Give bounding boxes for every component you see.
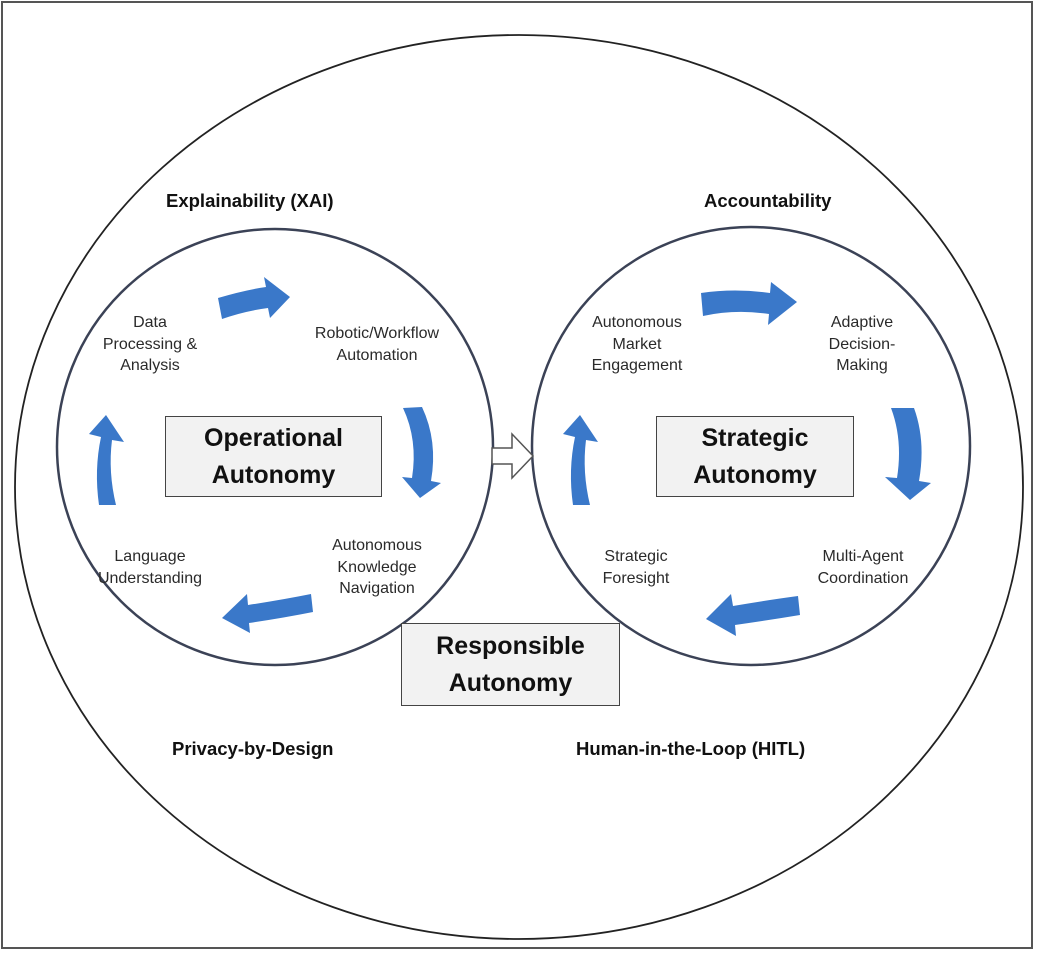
outer-circle [14, 34, 1024, 940]
link-arrow [491, 432, 535, 480]
st-arrow-right [885, 408, 931, 500]
step-data-processing: Data Processing & Analysis [102, 314, 198, 375]
step-multi-agent: Multi-Agent Coordination [817, 548, 909, 587]
st-arrow-left [563, 415, 598, 505]
op-arrow-left [89, 415, 124, 505]
step-language-understanding: Language Understanding [97, 548, 203, 587]
operational-circle [55, 227, 495, 667]
op-arrow-bottom [222, 594, 313, 633]
principle-accountability: Accountability [704, 190, 832, 211]
st-arrow-bottom [706, 594, 800, 636]
responsible-autonomy-box: Responsible Autonomy [401, 623, 620, 706]
operational-autonomy-box: Operational Autonomy [165, 416, 382, 497]
step-robotic-automation: Robotic/Workflow Automation [314, 325, 440, 364]
principle-privacy: Privacy-by-Design [172, 738, 334, 759]
strategic-autonomy-box: Strategic Autonomy [656, 416, 854, 497]
step-strategic-foresight: Strategic Foresight [602, 548, 670, 587]
step-market-engagement: Autonomous Market Engagement [591, 314, 683, 375]
op-arrow-top [218, 277, 290, 319]
principle-explainability: Explainability (XAI) [166, 190, 334, 211]
step-adaptive-decision: Adaptive Decision- Making [828, 314, 896, 375]
principle-hitl: Human-in-the-Loop (HITL) [576, 738, 806, 759]
st-arrow-top [701, 282, 797, 325]
step-knowledge-navigation: Autonomous Knowledge Navigation [332, 537, 422, 598]
op-arrow-right [402, 407, 441, 498]
strategic-circle [530, 225, 972, 667]
